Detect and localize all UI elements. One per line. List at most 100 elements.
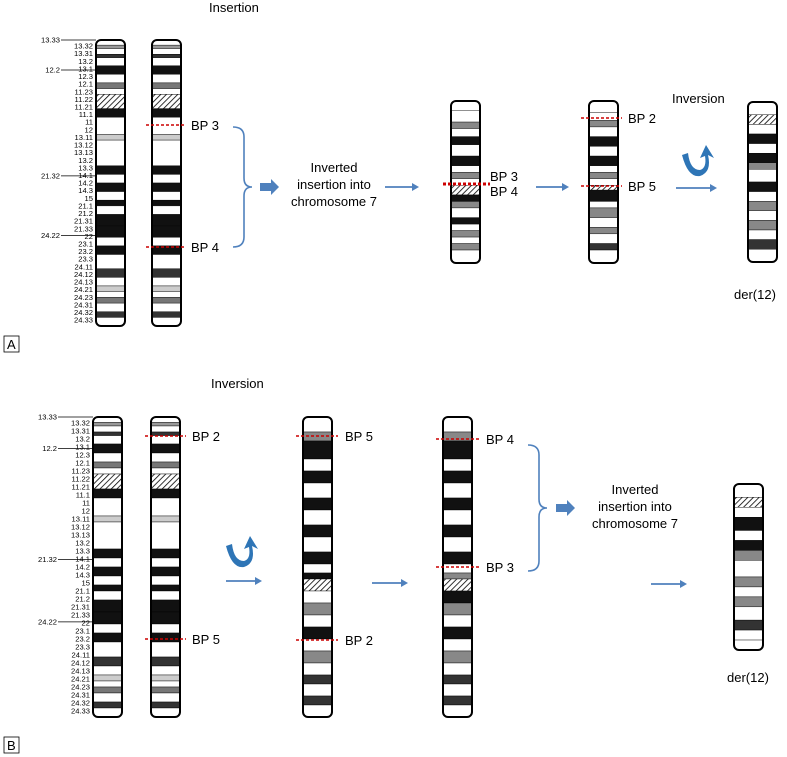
band-label: 21.1 bbox=[75, 587, 90, 596]
chromosome-band bbox=[303, 572, 332, 580]
curved-arrow-icon bbox=[226, 536, 258, 568]
chromosome-band bbox=[303, 563, 332, 574]
bp3-label-2: BP 3 bbox=[490, 169, 518, 184]
chromosome-band bbox=[93, 575, 122, 586]
chromosome-band bbox=[589, 136, 618, 147]
band-label: 13.31 bbox=[71, 427, 90, 436]
chromosome-band bbox=[451, 121, 480, 129]
chromosome-band bbox=[152, 54, 181, 58]
chromosome-band bbox=[152, 297, 181, 304]
panel-a-chromosome-before-inversion bbox=[588, 100, 619, 264]
chromosome-band bbox=[151, 443, 180, 454]
curved-arrow-icon bbox=[682, 145, 714, 177]
chromosome-band bbox=[748, 181, 777, 192]
chromosome-band bbox=[303, 626, 332, 640]
panel-a-label-box bbox=[3, 335, 20, 353]
chromosome-band bbox=[443, 572, 472, 580]
band-label: 24.11 bbox=[75, 262, 93, 271]
chromosome-band bbox=[93, 707, 122, 717]
chromosome-band bbox=[451, 101, 480, 111]
chromosome-band bbox=[151, 584, 180, 592]
bp4-label: BP 4 bbox=[191, 240, 219, 255]
chromosome-band bbox=[96, 139, 125, 167]
band-label: 15 bbox=[85, 194, 93, 203]
chromosome-band bbox=[303, 482, 332, 499]
chromosome-band bbox=[451, 207, 480, 218]
chromosome-band bbox=[589, 172, 618, 179]
chromosome-band bbox=[451, 249, 480, 263]
arrow-icon bbox=[385, 183, 419, 191]
block-arrow-icon bbox=[260, 179, 279, 195]
band-label: 13.13 bbox=[71, 531, 90, 540]
bp2-label: BP 2 bbox=[192, 429, 220, 444]
chromosome-band bbox=[93, 665, 122, 676]
chromosome-band bbox=[152, 134, 181, 141]
chromosome-band bbox=[152, 174, 181, 184]
panel-b-title: Inversion bbox=[211, 376, 264, 391]
chromosome-band bbox=[151, 548, 180, 559]
chromosome-band bbox=[151, 701, 180, 709]
chromosome-outline bbox=[733, 483, 764, 651]
chromosome-band bbox=[96, 57, 125, 66]
chromosome-band bbox=[93, 435, 122, 445]
band-label: 13.2 bbox=[75, 539, 90, 548]
band-label: 11 bbox=[85, 118, 93, 127]
chromosome-band bbox=[96, 108, 125, 118]
chromosome-band bbox=[152, 254, 181, 270]
chromosome-band bbox=[451, 136, 480, 145]
chromosome-band bbox=[151, 467, 180, 475]
band-label: 22 bbox=[82, 619, 90, 628]
band-label: 21.33 bbox=[74, 224, 93, 233]
chromosome-band bbox=[589, 217, 618, 228]
chromosome-band bbox=[151, 611, 180, 625]
band-label-left: 12.2 bbox=[42, 444, 57, 453]
chromosome-band bbox=[96, 311, 125, 318]
insertion-text-2: insertion into bbox=[297, 177, 371, 192]
panel-a-label: A bbox=[7, 337, 16, 352]
chromosome-band bbox=[748, 133, 777, 144]
band-label: 14.2 bbox=[78, 179, 93, 188]
panel-a-band-labels: 13.3213.3113.213.112.312.111.2311.2211.2… bbox=[41, 36, 96, 325]
chromosome-band bbox=[93, 641, 122, 658]
chromosome-band bbox=[748, 229, 777, 240]
band-label: 24.33 bbox=[74, 316, 93, 325]
chromosome-band bbox=[151, 575, 180, 586]
chromosome-band bbox=[152, 48, 181, 55]
centromere bbox=[152, 94, 181, 109]
chromosome-band bbox=[93, 611, 122, 625]
chromosome-band bbox=[443, 509, 472, 526]
band-label-left: 21.32 bbox=[38, 555, 57, 564]
chromosome-band bbox=[303, 417, 332, 433]
panel-b-normal-chromosome bbox=[92, 416, 123, 718]
chromosome-band bbox=[303, 695, 332, 706]
chromosome-band bbox=[93, 467, 122, 475]
band-label-left: 12.2 bbox=[45, 66, 60, 75]
chromosome-band bbox=[151, 431, 180, 436]
chromosome-band bbox=[589, 189, 618, 202]
panel-a-title: Insertion bbox=[209, 0, 259, 15]
chromosome-band bbox=[96, 65, 125, 75]
chromosome-band bbox=[303, 524, 332, 538]
chromosome-band bbox=[96, 285, 125, 292]
band-label: 23.3 bbox=[78, 255, 93, 264]
bp5-label: BP 5 bbox=[192, 632, 220, 647]
chromosome-band bbox=[151, 632, 180, 643]
panel-a-der12-chromosome bbox=[747, 101, 778, 263]
chromosome-band bbox=[96, 54, 125, 58]
chromosome-band bbox=[96, 165, 125, 175]
band-label: 24.23 bbox=[74, 293, 93, 302]
band-label: 24.31 bbox=[71, 691, 90, 700]
band-label: 14.2 bbox=[75, 563, 90, 572]
band-label: 13.12 bbox=[74, 141, 93, 150]
chromosome-band bbox=[152, 311, 181, 318]
chromosome-band bbox=[151, 686, 180, 694]
chromosome-band bbox=[93, 497, 122, 517]
chromosome-band bbox=[151, 488, 180, 499]
chromosome-band bbox=[151, 680, 180, 688]
chromosome-band bbox=[151, 599, 180, 613]
chromosome-band bbox=[93, 425, 122, 433]
chromosome-band bbox=[589, 120, 618, 128]
chromosome-band bbox=[151, 435, 180, 445]
chromosome-band bbox=[93, 701, 122, 709]
chromosome-band bbox=[93, 548, 122, 559]
